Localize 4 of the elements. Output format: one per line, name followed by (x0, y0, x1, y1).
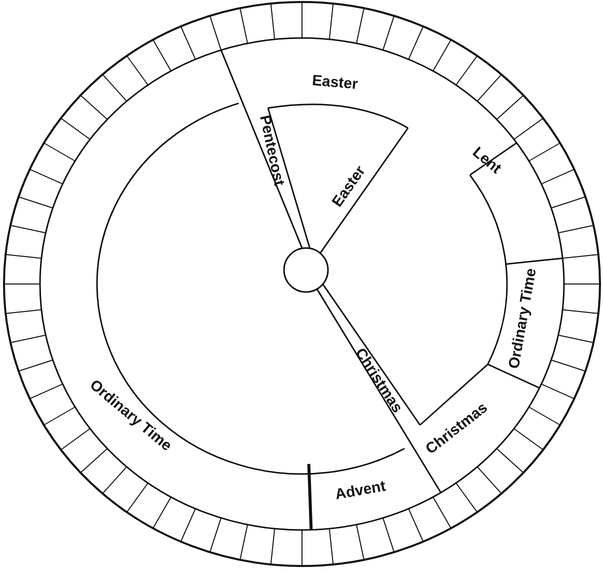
season-label: Easter (311, 72, 359, 92)
season-label: Pentecost (256, 113, 288, 187)
season-label: Ordinary Time (505, 266, 540, 370)
season-label: Advent (333, 477, 386, 503)
